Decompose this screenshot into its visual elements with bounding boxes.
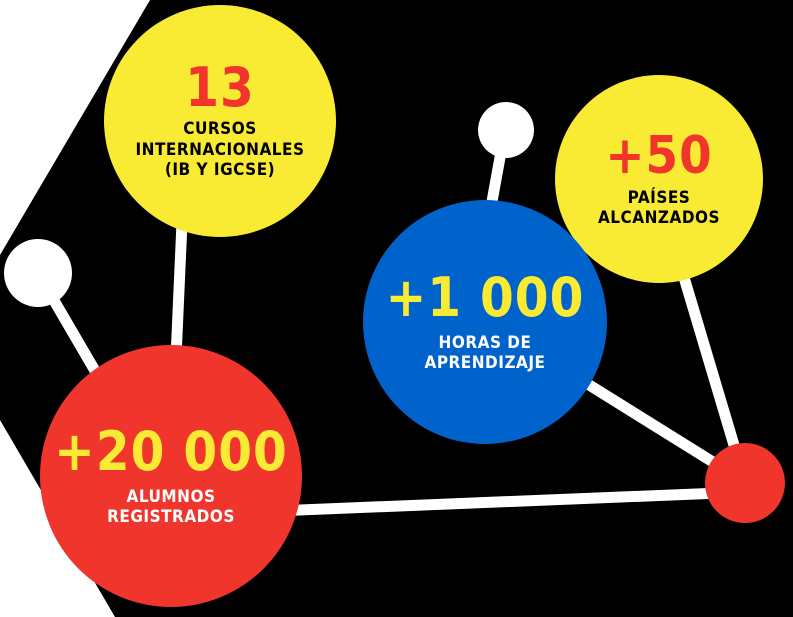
red-node	[705, 443, 785, 523]
connector-line	[244, 486, 751, 518]
stat-value-courses: 13	[185, 56, 255, 120]
stat-label-countries-line2: ALCANZADOS	[597, 208, 721, 228]
stat-label-students-line2: REGISTRADOS	[107, 507, 235, 527]
white-node	[478, 102, 534, 158]
white-node	[4, 239, 72, 307]
stat-label-courses-line2: INTERNACIONALES	[135, 139, 305, 160]
stat-label-hours-line2: APRENDIZAJE	[424, 353, 546, 373]
stat-bubble-countries: +50 PAÍSES ALCANZADOS	[555, 75, 763, 283]
stat-value-hours: +1 000	[385, 265, 585, 329]
stat-label-courses-line1: CURSOS	[183, 119, 257, 140]
stat-bubble-courses: 13 CURSOS INTERNACIONALES (IB Y IGCSE)	[104, 5, 336, 237]
stat-label-students-line1: ALUMNOS	[126, 486, 216, 507]
stat-bubble-students: +20 000 ALUMNOS REGISTRADOS	[40, 345, 302, 607]
stat-label-hours-line1: HORAS DE	[438, 332, 532, 353]
stat-label-courses-line3: (IB Y IGCSE)	[164, 160, 276, 181]
stat-value-students: +20 000	[54, 419, 288, 483]
stat-label-countries-line1: PAÍSES	[627, 187, 691, 208]
stat-bubble-hours: +1 000 HORAS DE APRENDIZAJE	[363, 200, 607, 444]
stat-value-countries: +50	[605, 125, 713, 186]
